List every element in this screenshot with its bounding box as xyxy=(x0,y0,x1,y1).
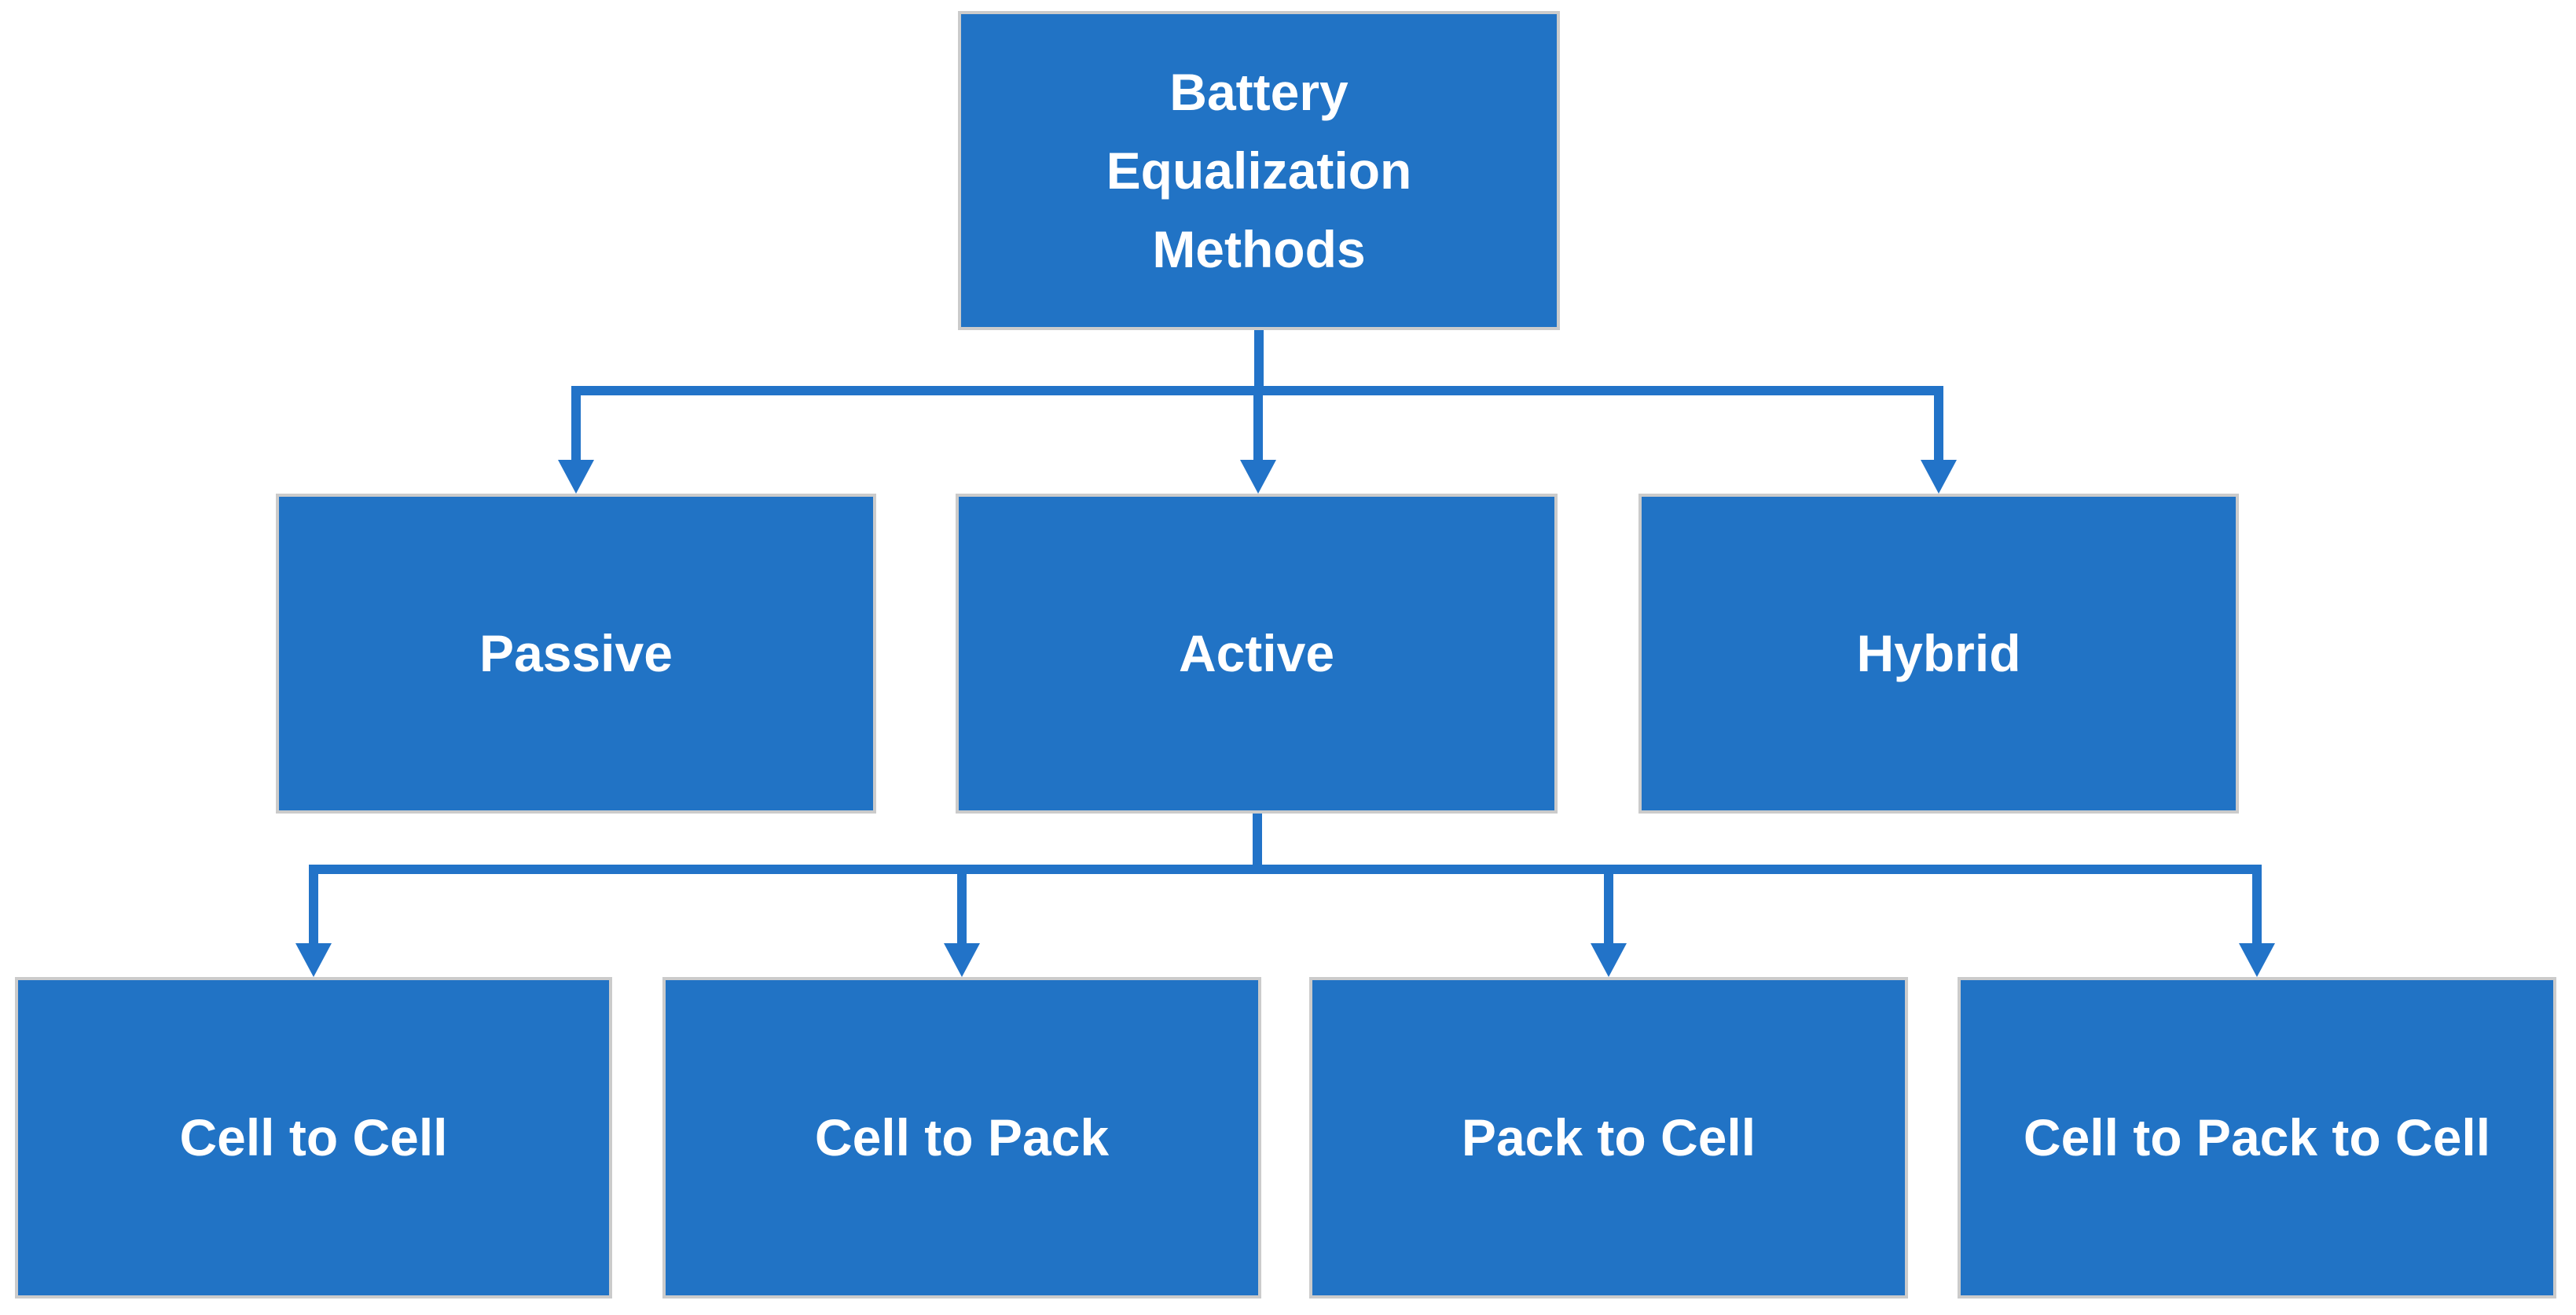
node-cell-to-cell: Cell to Cell xyxy=(15,977,612,1298)
node-label: Active xyxy=(1178,624,1335,683)
arrow-down-icon xyxy=(295,943,332,977)
arrow-down-icon xyxy=(944,943,980,977)
arrow-down-icon xyxy=(1591,943,1627,977)
node-label: Cell to Cell xyxy=(179,1108,448,1167)
node-label: Battery Equalization Methods xyxy=(1106,62,1412,279)
node-passive: Passive xyxy=(276,494,876,814)
node-battery-equalization-methods: Battery Equalization Methods xyxy=(958,11,1560,330)
arrow-down-icon xyxy=(558,460,594,494)
arrow-down-icon xyxy=(1240,460,1276,494)
node-cell-to-pack: Cell to Pack xyxy=(662,977,1261,1298)
node-cell-to-pack-to-cell: Cell to Pack to Cell xyxy=(1958,977,2556,1298)
arrow-down-icon xyxy=(1921,460,1957,494)
arrow-down-icon xyxy=(2239,943,2275,977)
node-active: Active xyxy=(956,494,1558,814)
node-hybrid: Hybrid xyxy=(1638,494,2239,814)
node-pack-to-cell: Pack to Cell xyxy=(1309,977,1908,1298)
node-label: Cell to Pack to Cell xyxy=(2023,1108,2491,1167)
node-label: Pack to Cell xyxy=(1461,1108,1756,1167)
node-label: Hybrid xyxy=(1856,624,2021,683)
node-label: Cell to Pack xyxy=(814,1108,1110,1167)
node-label: Passive xyxy=(479,624,673,683)
